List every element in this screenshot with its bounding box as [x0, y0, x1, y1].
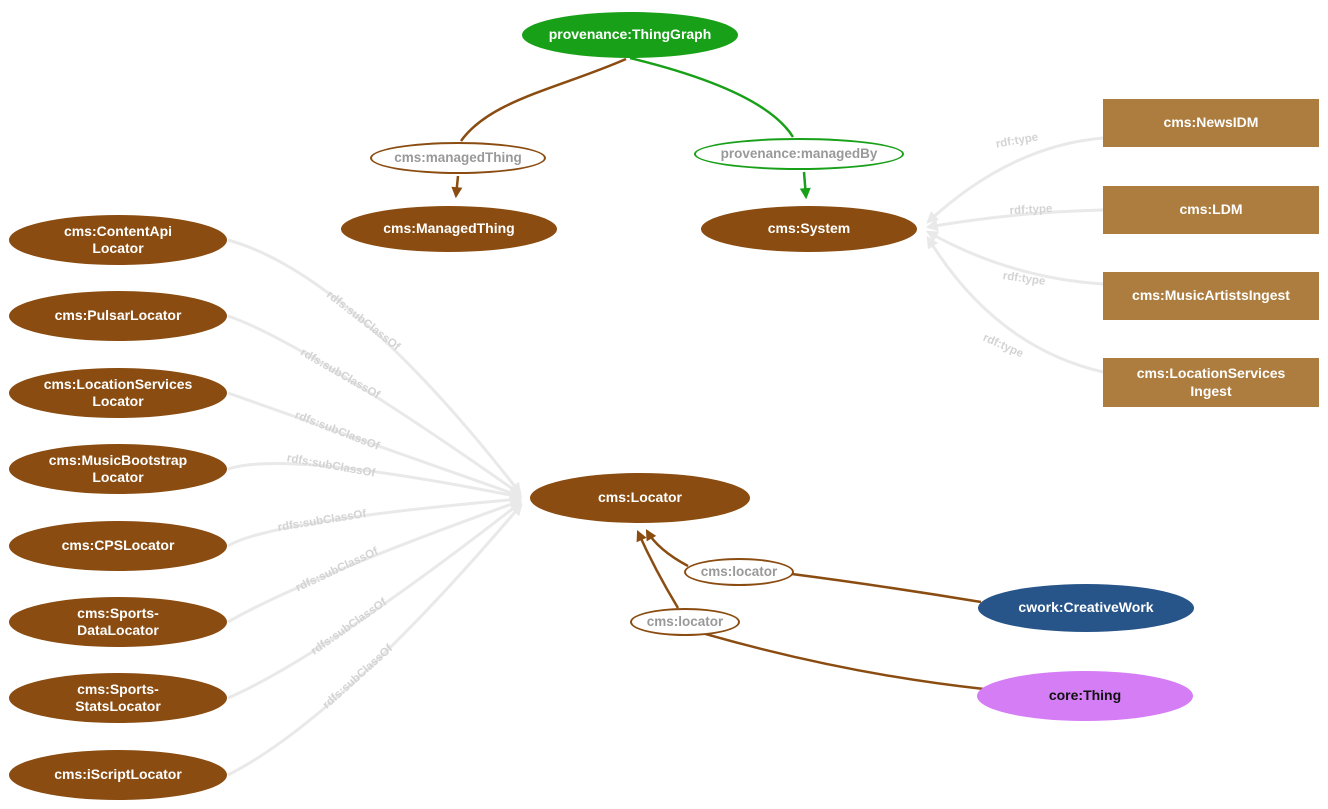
- node-system-class[interactable]: cms:System: [701, 206, 917, 252]
- node-sportsstatslocator[interactable]: cms:Sports- StatsLocator: [9, 673, 227, 723]
- property-label-managedby[interactable]: provenance:managedBy: [694, 138, 904, 170]
- node-musicbootstraplocator[interactable]: cms:MusicBootstrap Locator: [9, 444, 227, 494]
- property-label-managedthing[interactable]: cms:managedThing: [370, 142, 546, 174]
- edge-managedby-arrow: [799, 171, 811, 200]
- edge-locatorlabel2-locator: [636, 529, 680, 609]
- edge-subclassof-7: [227, 501, 522, 700]
- node-locationserviceslocator[interactable]: cms:LocationServices Locator: [9, 368, 227, 418]
- edge-subclassof-6: [227, 498, 523, 624]
- node-sportsdatalocator[interactable]: cms:Sports- DataLocator: [9, 597, 227, 647]
- node-iscriptlocator[interactable]: cms:iScriptLocator: [9, 750, 227, 800]
- edge-corething-locatorlabel: [701, 631, 985, 691]
- edge-subclassof-8: [227, 503, 523, 777]
- edge-subclassof-3: [227, 391, 523, 499]
- node-locator-class[interactable]: cms:Locator: [530, 473, 750, 523]
- property-label-locator-1[interactable]: cms:locator: [684, 558, 794, 586]
- node-managedthing-class[interactable]: cms:ManagedThing: [341, 206, 557, 252]
- edge-rdftype-1: [926, 136, 1104, 224]
- node-musicartistsingest[interactable]: cms:MusicArtistsIngest: [1103, 272, 1319, 320]
- node-ldm[interactable]: cms:LDM: [1103, 186, 1319, 234]
- edge-creativework-locatorlabel: [791, 572, 982, 604]
- edge-rdftype-2: [925, 208, 1104, 232]
- edge-subclassof-5: [227, 493, 523, 548]
- edge-subclassof-2: [227, 314, 522, 496]
- edge-rdftype-3: [925, 230, 1104, 286]
- node-pulsarlocator[interactable]: cms:PulsarLocator: [9, 291, 227, 341]
- node-newsidm[interactable]: cms:NewsIDM: [1103, 99, 1319, 147]
- node-creativework[interactable]: cwork:CreativeWork: [978, 584, 1194, 632]
- edge-locatorlabel1-locator: [645, 529, 689, 568]
- node-contentapilocator[interactable]: cms:ContentApi Locator: [9, 215, 227, 265]
- node-cpslocator[interactable]: cms:CPSLocator: [9, 521, 227, 571]
- edge-label-rdftype-2: rdf:type: [1009, 202, 1053, 218]
- node-corething[interactable]: core:Thing: [977, 671, 1193, 721]
- edge-rdftype-4: [926, 235, 1104, 374]
- edge-thinggraph-managedthing: [459, 57, 627, 142]
- edge-thinggraph-managedby: [629, 56, 795, 138]
- property-label-locator-2[interactable]: cms:locator: [630, 608, 740, 636]
- node-thinggraph[interactable]: provenance:ThingGraph: [522, 12, 738, 58]
- node-locationservicesingest[interactable]: cms:LocationServices Ingest: [1103, 358, 1319, 407]
- edge-managedthing-arrow: [451, 175, 463, 199]
- edge-subclassof-4: [227, 462, 523, 501]
- edge-subclassof-1: [227, 238, 522, 495]
